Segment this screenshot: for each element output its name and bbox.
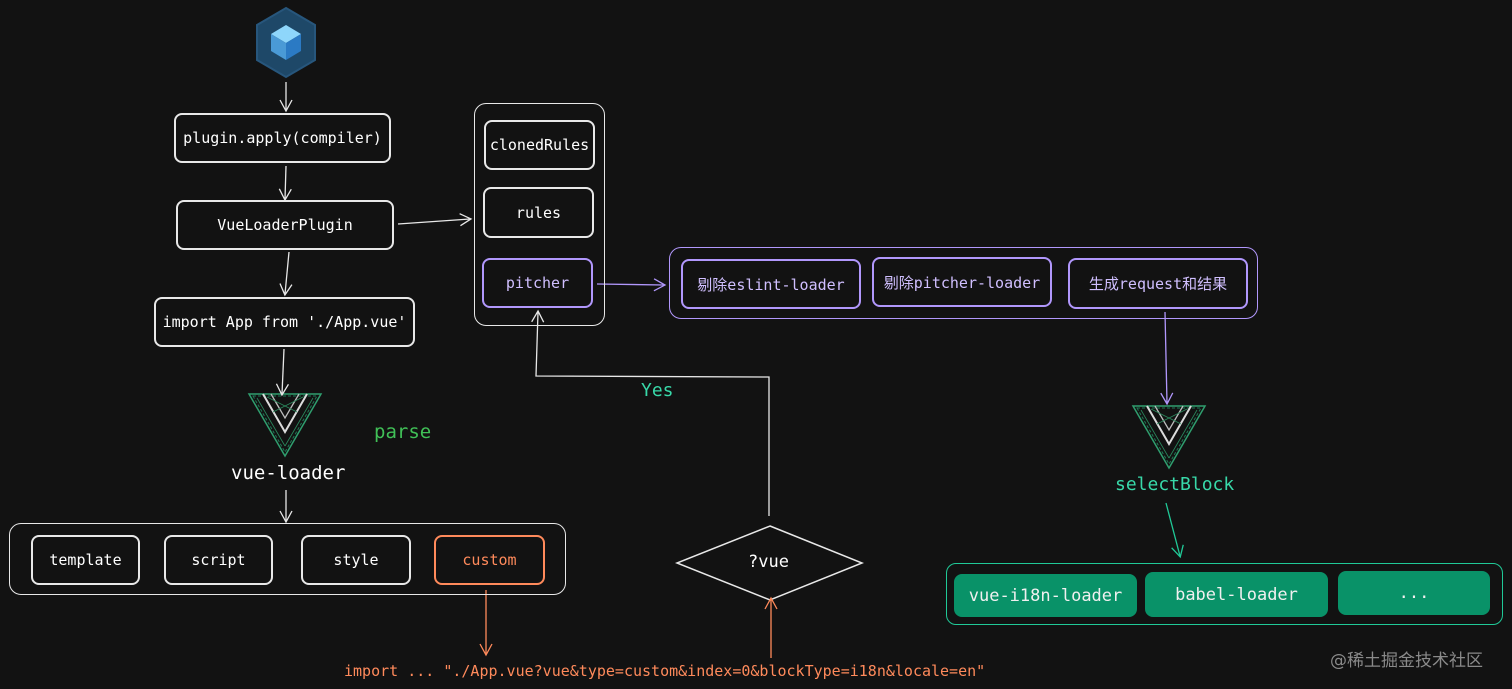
arrow-plugin-to-rules bbox=[397, 213, 473, 227]
block-script: script bbox=[164, 535, 273, 585]
request-text: import ... "./App.vue?vue&type=custom&in… bbox=[344, 662, 986, 680]
loader-vue-i18n: vue-i18n-loader bbox=[954, 574, 1137, 617]
arrow-pitcher-to-steps bbox=[596, 278, 667, 292]
vue-logo-icon bbox=[1131, 405, 1207, 470]
plugin-apply-box: plugin.apply(compiler) bbox=[174, 113, 391, 163]
step-remove-eslint: 剔除eslint-loader bbox=[681, 259, 861, 309]
vue-loader-plugin-box: VueLoaderPlugin bbox=[176, 200, 394, 250]
step-remove-pitcher: 剔除pitcher-loader bbox=[872, 257, 1052, 307]
yes-label: Yes bbox=[641, 380, 674, 401]
pitcher-box: pitcher bbox=[482, 258, 593, 308]
pitcher-steps-container bbox=[669, 247, 1258, 319]
arrow-apply-to-plugin bbox=[278, 165, 292, 202]
rules-container bbox=[474, 103, 605, 326]
block-custom: custom bbox=[434, 535, 545, 585]
webpack-cube-icon bbox=[256, 6, 316, 79]
arrow-yes-to-pitcher bbox=[531, 309, 770, 516]
block-template: template bbox=[31, 535, 140, 585]
loaders-container bbox=[946, 563, 1503, 625]
watermark: @稀土掘金技术社区 bbox=[1330, 651, 1483, 671]
arrow-select-to-loaders bbox=[1165, 502, 1184, 559]
block-style: style bbox=[301, 535, 411, 585]
sfc-blocks-container bbox=[9, 523, 566, 595]
rules-box: rules bbox=[483, 187, 594, 238]
loader-babel: babel-loader bbox=[1145, 572, 1328, 617]
loader-more: ... bbox=[1338, 571, 1490, 615]
vue-loader-label: vue-loader bbox=[231, 462, 346, 484]
vue-logo-icon bbox=[247, 393, 323, 458]
cloned-rules-box: clonedRules bbox=[484, 120, 595, 170]
select-block-label: selectBlock bbox=[1115, 474, 1235, 495]
step-generate-request: 生成request和结果 bbox=[1068, 258, 1248, 309]
arrow-import-to-vue bbox=[275, 348, 289, 397]
arrow-plugin-to-import bbox=[279, 251, 293, 297]
import-app-box: import App from './App.vue' bbox=[154, 297, 415, 347]
decision-label: ?vue bbox=[748, 552, 789, 572]
parse-label: parse bbox=[374, 421, 432, 443]
arrow-steps-to-vue bbox=[1160, 311, 1174, 406]
